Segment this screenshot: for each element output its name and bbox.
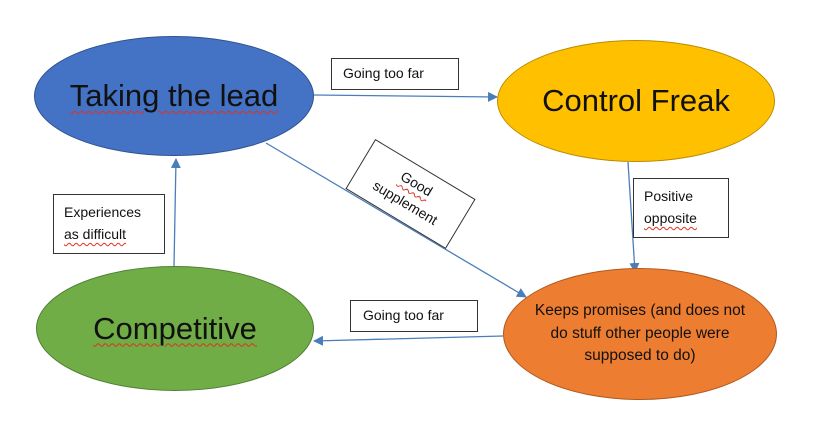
edge-label-keeps-to-competitive: Going too far [350, 300, 478, 332]
node-keeps-promises-line-2: do stuff other people were [550, 324, 730, 342]
node-taking-the-lead: Taking the lead [34, 36, 314, 156]
edge-label-freak-to-keeps-line-1: Positive [644, 188, 694, 205]
edge-label-competitive-to-lead: Experiences as difficult [53, 194, 165, 254]
node-keeps-promises-line-1: Keeps promises (and does not [534, 302, 746, 320]
node-competitive-label: Competitive [93, 310, 257, 346]
edge-label-lead-to-freak: Going too far [331, 58, 459, 90]
node-taking-the-lead-label: Taking the lead [69, 78, 279, 113]
edge-lead-to-keeps [265, 142, 527, 298]
edge-label-competitive-to-lead-line-2: as difficult [64, 226, 126, 242]
edge-lead-to-freak [313, 91, 498, 102]
node-competitive: Competitive [36, 266, 314, 391]
edge-label-freak-to-keeps-line-2: opposite [644, 210, 697, 226]
edge-label-lead-to-freak-text: Going too far [343, 65, 424, 82]
edge-keeps-to-competitive [313, 335, 504, 346]
node-keeps-promises-line-3: supposed to do) [584, 347, 696, 365]
edge-freak-to-keeps [627, 161, 640, 273]
edge-label-competitive-to-lead-line-1: Experiences [64, 204, 142, 221]
node-control-freak: Control Freak [497, 40, 775, 162]
edge-competitive-to-lead [170, 158, 181, 267]
edge-label-freak-to-keeps: Positive opposite [633, 178, 729, 238]
node-keeps-promises: Keeps promises (and does not do stuff ot… [503, 268, 777, 400]
node-control-freak-label: Control Freak [542, 83, 730, 118]
edge-label-keeps-to-competitive-text: Going too far [363, 307, 444, 324]
